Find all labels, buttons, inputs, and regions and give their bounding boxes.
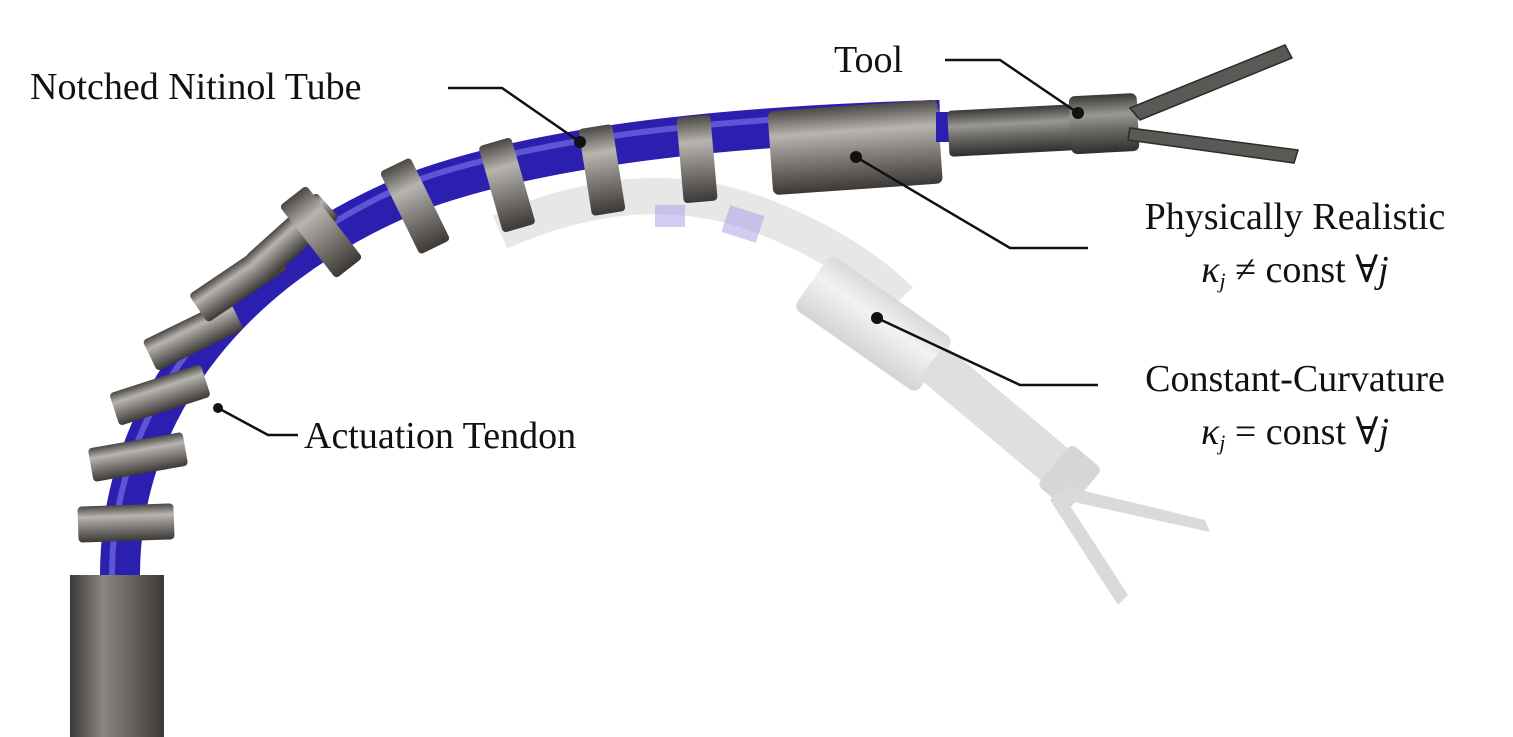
leader-lines bbox=[217, 58, 1098, 437]
ring bbox=[88, 432, 188, 482]
leader-physically-realistic bbox=[855, 155, 1088, 250]
anchor-dot-actuation-tendon bbox=[213, 403, 223, 413]
ghost-tendon-segment bbox=[655, 205, 685, 227]
label-constant-curvature-group: Constant-Curvature κj = const ∀j bbox=[1110, 359, 1480, 463]
anchor-dot-notched-tube bbox=[574, 136, 586, 148]
anchor-dot-physically-realistic bbox=[850, 151, 862, 163]
kappa-index: j bbox=[1219, 268, 1226, 293]
leader-actuation-tendon bbox=[217, 406, 298, 437]
constant-curvature-ghost bbox=[492, 178, 1210, 605]
label-actuation-tendon: Actuation Tendon bbox=[304, 415, 577, 457]
anchor-dot-constant-curvature bbox=[871, 312, 883, 324]
label-physically-realistic: Physically Realistic bbox=[1144, 196, 1446, 238]
kappa-symbol: κ bbox=[1201, 249, 1220, 291]
label-notched-nitinol-tube: Notched Nitinol Tube bbox=[30, 66, 362, 108]
label-constant-curvature: Constant-Curvature bbox=[1145, 358, 1445, 400]
distal-sleeve bbox=[767, 99, 943, 195]
base-tube bbox=[70, 575, 164, 737]
jaw-upper bbox=[1128, 44, 1294, 121]
tendon-exposed bbox=[936, 112, 950, 142]
leader-constant-curvature bbox=[876, 316, 1098, 387]
ring bbox=[143, 300, 243, 370]
ghost-sleeve bbox=[796, 256, 951, 391]
kappa-index: j bbox=[1219, 430, 1226, 455]
ring bbox=[578, 124, 626, 216]
relation-text: = const ∀ bbox=[1225, 411, 1379, 453]
ghost-tool-collar bbox=[1039, 445, 1100, 509]
leader-tool bbox=[945, 58, 1079, 115]
forall-variable: j bbox=[1378, 411, 1389, 453]
notched-rings bbox=[77, 115, 718, 543]
equation-constant-curvature: κj = const ∀j bbox=[1110, 412, 1480, 463]
leader-notched-tube bbox=[448, 86, 581, 144]
ghost-backbone bbox=[492, 178, 913, 313]
label-tool: Tool bbox=[834, 39, 904, 81]
ring bbox=[280, 186, 362, 278]
ring bbox=[77, 503, 175, 543]
ring bbox=[110, 365, 210, 425]
ghost-tool-shaft bbox=[920, 347, 1073, 485]
ghost-tendon-segment bbox=[721, 205, 765, 243]
ring bbox=[479, 138, 535, 232]
equation-physically-realistic: κj ≠ const ∀j bbox=[1110, 250, 1480, 301]
forall-variable: j bbox=[1378, 249, 1389, 291]
ghost-jaw-upper bbox=[1060, 485, 1210, 532]
ghost-jaw-lower bbox=[1050, 490, 1128, 605]
anchor-dots bbox=[213, 107, 1084, 413]
anchor-dot-tool bbox=[1072, 107, 1084, 119]
kappa-symbol: κ bbox=[1200, 411, 1220, 453]
relation-text: ≠ const ∀ bbox=[1225, 249, 1379, 291]
label-physically-realistic-group: Physically Realistic κj ≠ const ∀j bbox=[1110, 197, 1480, 301]
tool-shaft bbox=[947, 93, 1140, 157]
tool-jaws bbox=[1127, 44, 1299, 164]
jaw-lower bbox=[1127, 127, 1299, 164]
ring bbox=[676, 115, 718, 203]
ring bbox=[380, 158, 450, 254]
